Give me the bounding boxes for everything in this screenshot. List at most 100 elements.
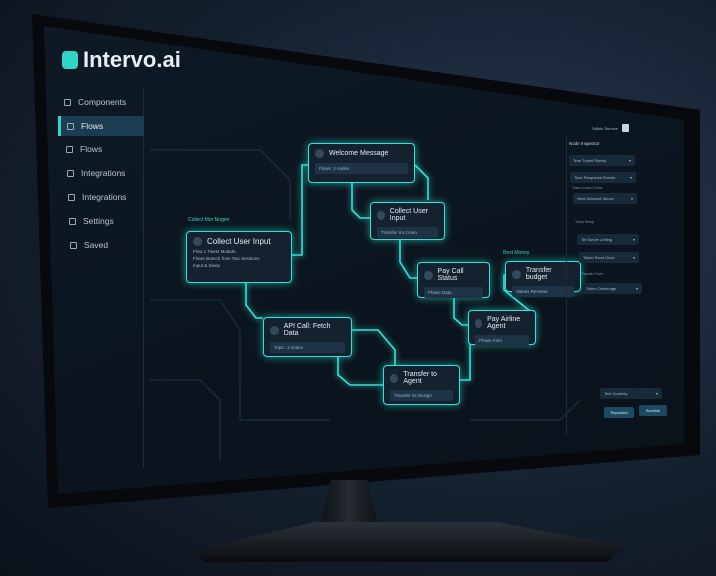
app-logo: Intervo.ai <box>62 47 181 73</box>
chevron-icon: ▾ <box>632 237 635 242</box>
panel-field[interactable]: Time Response Events ▾ <box>570 172 636 183</box>
connector <box>503 274 537 317</box>
connector <box>292 164 308 256</box>
phone-icon <box>424 270 433 280</box>
panel-field[interactable]: Tree Turnel Rarety ▾ <box>569 155 635 166</box>
app-title: Intervo.ai <box>83 47 181 72</box>
sidebar-item-saved[interactable]: Saved <box>64 235 150 255</box>
connector <box>352 329 396 365</box>
reposted-button[interactable]: Reposted <box>604 407 634 418</box>
sidebar-item-components[interactable]: Components <box>58 92 144 112</box>
bg-trace <box>150 299 330 421</box>
sidebar: Components Flows Flows Integrations Inte… <box>50 88 144 468</box>
group-label: Best Money <box>503 250 530 256</box>
panel-title: Node Inspector <box>569 141 600 146</box>
node-title: Transfer to Agent <box>403 371 437 385</box>
node-subtitle: Phase Intnt <box>475 335 529 346</box>
sidebar-item-integrations-2[interactable]: Integrations <box>62 187 148 207</box>
sidebar-item-flows-2[interactable]: Flows <box>60 139 146 159</box>
service-label: Sdfido Service <box>592 126 618 131</box>
field-value: Time Response Events <box>574 175 616 180</box>
chevron-icon: ▾ <box>630 196 633 201</box>
chevron-icon: ▾ <box>629 175 632 180</box>
node-desc-line: Input & Sleep <box>193 262 221 268</box>
node-title: Collect User Input <box>389 208 428 222</box>
node-desc-line: Flow 1 Tweet Module, <box>193 249 237 254</box>
agent-icon <box>390 373 399 383</box>
sidebar-item-label: Components <box>78 97 127 107</box>
connector <box>337 357 383 386</box>
bg-trace <box>150 149 291 220</box>
user-avatar[interactable] <box>622 124 629 132</box>
lock-icon <box>512 269 521 279</box>
chevron-icon: ▾ <box>635 286 638 291</box>
node-desc-line: Flows Branch from Two Sessions <box>193 255 260 261</box>
sidebar-item-label: Integrations <box>81 168 126 178</box>
field-label: Trans Control Once <box>572 186 603 190</box>
node-subtitle: Transfer 3s Design <box>390 390 453 401</box>
field-value: Tree Turnel Rarety <box>573 158 607 163</box>
field-value: Token Ownerdgs <box>586 286 617 291</box>
field-value: Token Send Drive <box>583 255 615 260</box>
panel-field[interactable]: Tel Sorver Letting ▾ <box>577 234 639 245</box>
sidebar-item-label: Flows <box>81 121 104 131</box>
cloud-icon <box>270 325 279 335</box>
save-button[interactable]: Saveble <box>639 405 667 416</box>
field-value: Next Delaned Sence <box>577 196 614 201</box>
sidebar-item-flows[interactable]: Flows <box>58 116 144 136</box>
node-title: Collect User Input <box>207 237 271 246</box>
footer-select[interactable]: Text Gcalerty ▾ <box>600 388 662 399</box>
sidebar-item-settings[interactable]: Settings <box>63 211 149 231</box>
group-label: Collect Mor Nogen <box>188 217 230 223</box>
logo-mark-icon <box>62 51 78 69</box>
field-label: Trans Setup <box>575 220 594 224</box>
sidebar-item-label: Saved <box>84 240 109 250</box>
node-subtitle: Transfer Ins Dean <box>377 227 438 238</box>
node-title: API Call: Fetch Data <box>283 323 331 337</box>
monitor-stand-base <box>195 522 625 562</box>
connector <box>351 183 370 219</box>
connector <box>460 339 471 381</box>
connector <box>414 164 429 200</box>
sidebar-item-integrations[interactable]: Integrations <box>61 163 147 183</box>
input-icon <box>377 210 385 220</box>
document-icon <box>475 318 483 328</box>
node-subtitle: Values Reviews <box>512 286 574 297</box>
bg-trace <box>470 399 581 421</box>
node-subtitle: Topic: 3 nodes <box>270 342 345 353</box>
sidebar-item-label: Integrations <box>82 192 127 202</box>
node-title: Welcome Message <box>329 150 389 157</box>
connector <box>245 283 263 319</box>
connector <box>453 298 468 326</box>
field-value: Tel Sorver Letting <box>581 237 613 242</box>
sidebar-item-label: Settings <box>83 216 114 226</box>
node-subtitle: Phase Data <box>424 287 483 298</box>
node-title: Transfer budget <box>525 267 552 281</box>
sidebar-item-label: Flows <box>80 144 103 154</box>
chevron-icon: ▾ <box>628 158 631 163</box>
panel-field[interactable]: Next Delaned Sence ▾ <box>573 193 637 204</box>
field-value: Text Gcalerty <box>604 391 628 396</box>
chevron-icon: ▾ <box>655 391 658 396</box>
panel-field[interactable]: Token Send Drive▾ <box>579 252 639 263</box>
node-title: Pay Call Status <box>437 268 464 282</box>
flow-icon <box>67 122 74 130</box>
home-icon <box>66 145 73 153</box>
inspector-panel: Node Inspector Tree Turnel Rarety ▾ Time … <box>566 135 682 435</box>
save-icon <box>70 241 77 249</box>
panel-field[interactable]: Token Ownerdgs ▾ <box>582 283 642 294</box>
gear-icon <box>69 217 76 225</box>
message-icon <box>315 149 324 158</box>
plug-icon <box>67 169 74 177</box>
node-subtitle: Flows: 2 nodes <box>315 163 408 174</box>
connector <box>399 240 417 279</box>
